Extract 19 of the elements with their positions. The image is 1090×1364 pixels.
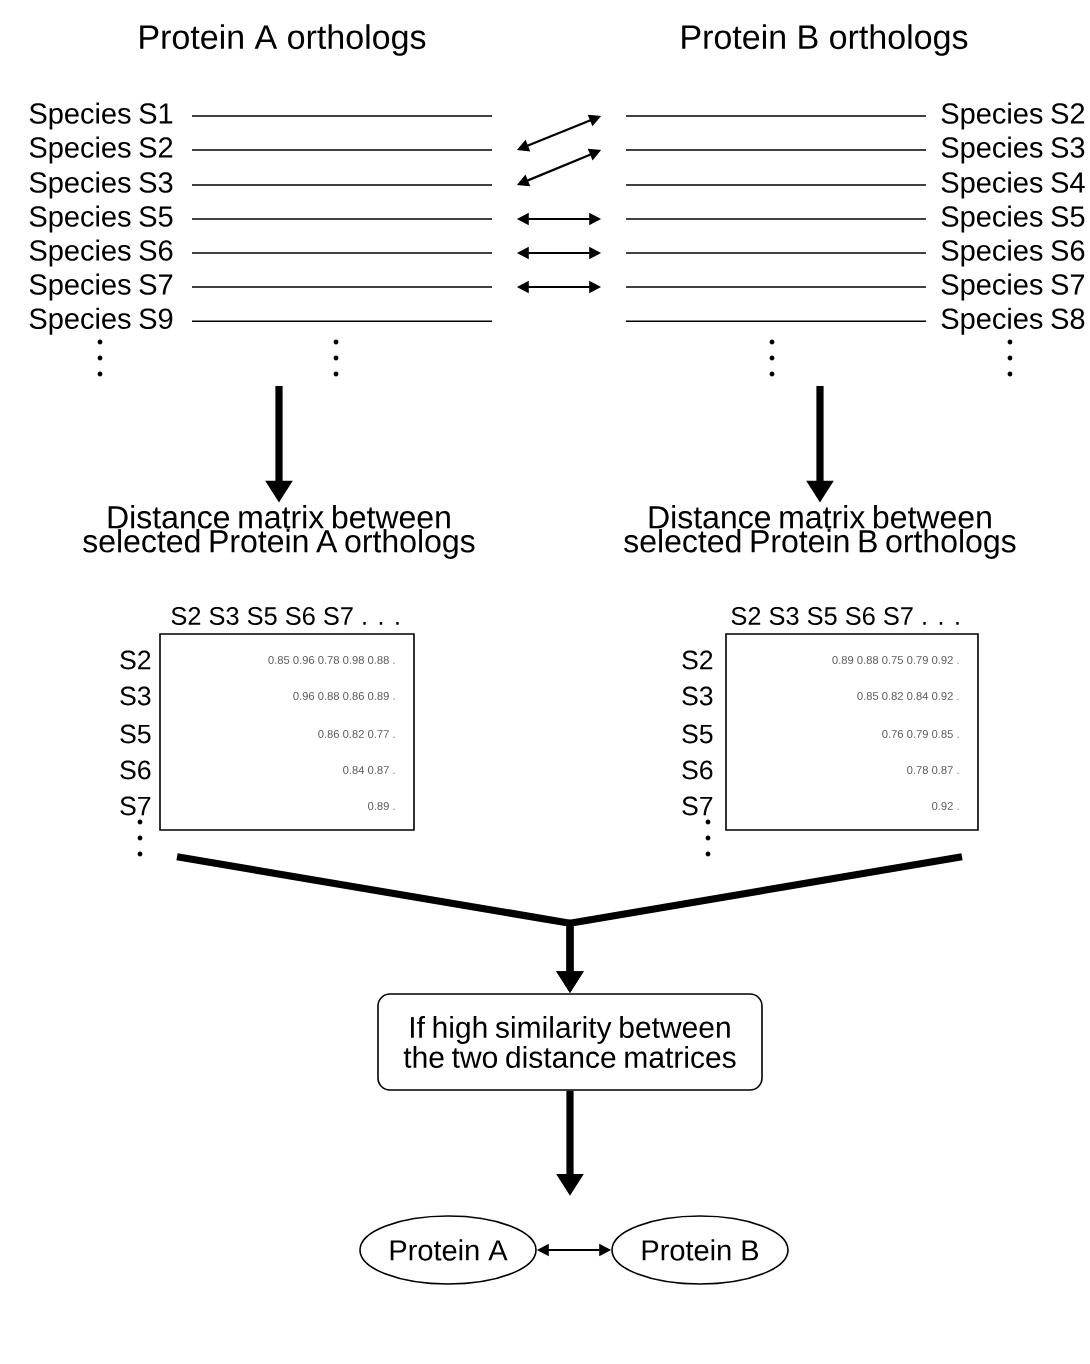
sequence-row: Species S9 [29,307,493,335]
sequence-row: Species S5 [29,205,493,233]
column-title: Protein B orthologs [682,24,968,56]
node-label: Distance matrix between selected Protein B orthologs [624,505,1016,559]
node-label: Distance matrix between selected Protein A orthologs [83,505,475,559]
sequence-row: Species S5 [625,205,1085,233]
sequence-row: Species S1 [29,102,493,130]
decision-box: If high similarity between the two distance matrices [377,993,763,1091]
sequence-row: Species S3 [29,171,493,199]
column-title: Protein A orthologs [140,24,426,56]
sequence-row: Species S2 [625,102,1085,130]
sequence-row: Species S8 [625,307,1085,335]
sequence-row: Species S7 [625,273,1085,301]
sequence-row: Species S6 [625,239,1085,267]
sequence-row: Species S2 [29,136,493,164]
sequence-row: Species S6 [29,239,493,267]
sequence-row: Species S4 [625,171,1085,199]
sequence-row: Species S3 [625,136,1085,164]
sequence-row: Species S7 [29,273,493,301]
